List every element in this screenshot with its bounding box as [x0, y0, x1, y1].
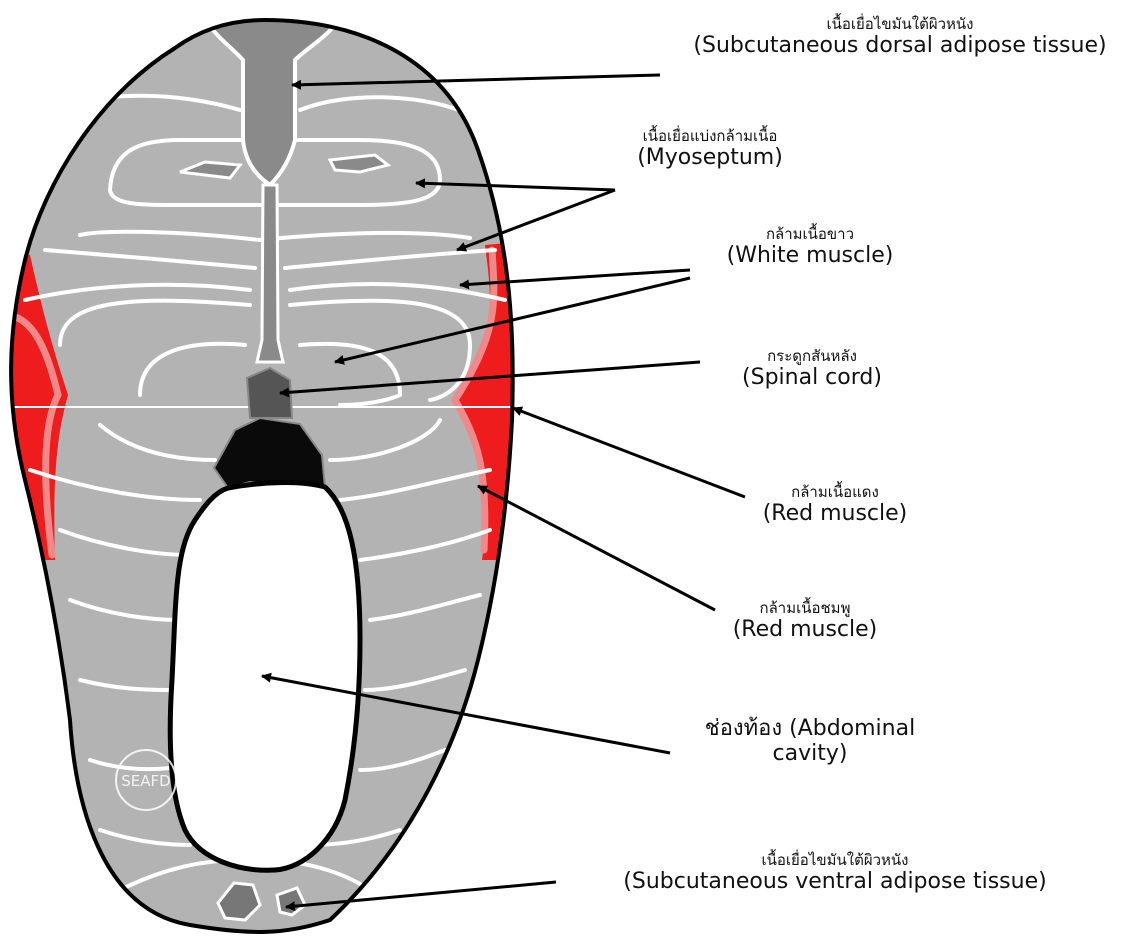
label-dorsal-adipose-th: เนื้อเยื่อไขมันใต้ผิวหนัง	[660, 16, 1140, 33]
arrow-pink-muscle	[478, 486, 715, 610]
label-white-muscle: กล้ามเนื้อขาว (White muscle)	[700, 226, 920, 269]
label-pink-muscle-en: (Red muscle)	[705, 617, 905, 642]
label-red-muscle: กล้ามเนื้อแดง (Red muscle)	[735, 484, 935, 527]
label-pink-muscle-th: กล้ามเนื้อชมพู	[705, 600, 905, 617]
label-abdominal-cavity-line2: cavity)	[670, 741, 950, 766]
label-ventral-adipose: เนื้อเยื่อไขมันใต้ผิวหนัง (Subcutaneous …	[590, 852, 1080, 895]
watermark-text: SEAFD	[121, 772, 170, 790]
label-white-muscle-en: (White muscle)	[700, 243, 920, 268]
label-dorsal-adipose-en: (Subcutaneous dorsal adipose tissue)	[660, 33, 1140, 58]
label-myoseptum-th: เนื้อเยื่อแบ่งกล้ามเนื้อ	[590, 128, 830, 145]
label-red-muscle-en: (Red muscle)	[735, 501, 935, 526]
label-red-muscle-th: กล้ามเนื้อแดง	[735, 484, 935, 501]
label-spinal-cord-en: (Spinal cord)	[712, 365, 912, 390]
label-spinal-cord-th: กระดูกสันหลัง	[712, 348, 912, 365]
label-myoseptum-en: (Myoseptum)	[590, 145, 830, 170]
label-myoseptum: เนื้อเยื่อแบ่งกล้ามเนื้อ (Myoseptum)	[590, 128, 830, 171]
label-abdominal-cavity-line1: ช่องท้อง (Abdominal	[670, 716, 950, 741]
label-pink-muscle: กล้ามเนื้อชมพู (Red muscle)	[705, 600, 905, 643]
label-abdominal-cavity: ช่องท้อง (Abdominal cavity)	[670, 716, 950, 767]
label-spinal-cord: กระดูกสันหลัง (Spinal cord)	[712, 348, 912, 391]
label-dorsal-adipose: เนื้อเยื่อไขมันใต้ผิวหนัง (Subcutaneous …	[660, 16, 1140, 59]
label-white-muscle-th: กล้ามเนื้อขาว	[700, 226, 920, 243]
label-ventral-adipose-th: เนื้อเยื่อไขมันใต้ผิวหนัง	[590, 852, 1080, 869]
label-ventral-adipose-en: (Subcutaneous ventral adipose tissue)	[590, 869, 1080, 894]
arrow-red-muscle	[513, 408, 745, 497]
